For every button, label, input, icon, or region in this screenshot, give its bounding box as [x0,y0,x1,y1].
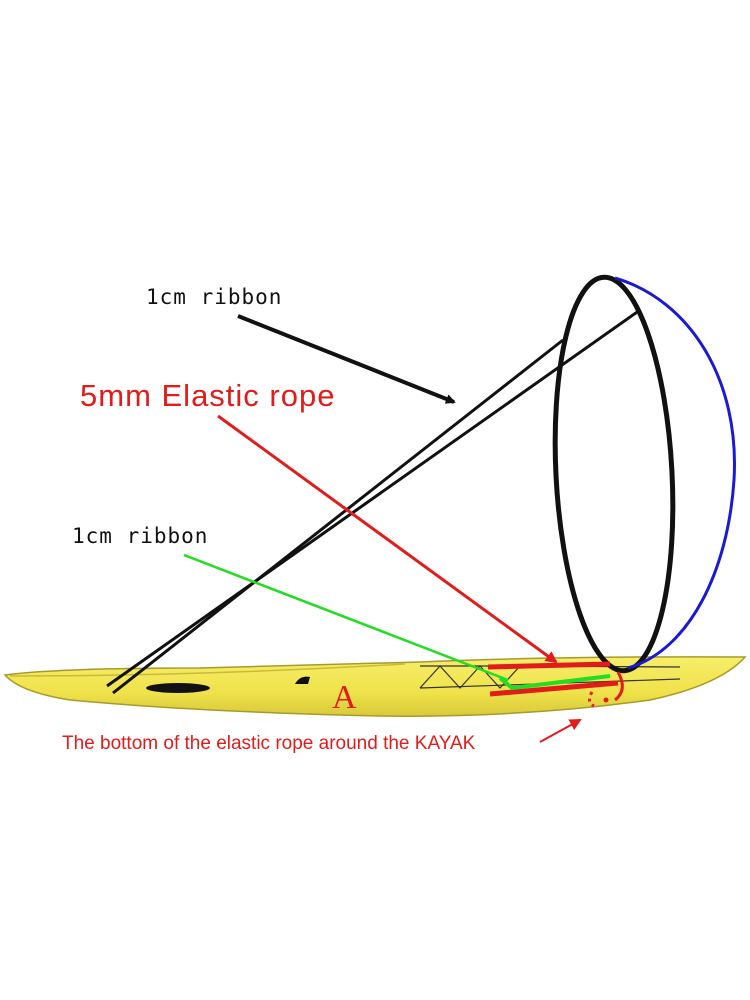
deck-bungee [419,665,521,689]
kayak-cockpit [146,683,210,693]
kayak [3,656,747,717]
ribbon-lower-line [183,553,509,682]
sail-frame [106,274,736,695]
sail-hoop [552,274,676,674]
label-point-a: A [332,679,357,716]
elastic-rope-loop [614,671,624,702]
elastic-rope-mid [489,680,619,697]
ribbon-top-arrow [237,314,456,404]
frame-pole-upper [106,308,641,688]
label-elastic-rope: 5mm Elastic rope [80,378,335,413]
green-ribbon-attach [498,674,611,691]
callouts [183,314,582,743]
elastic-rope-dots [587,691,595,708]
elastic-rope-dot [603,697,609,703]
sail-edge-arc [614,276,736,670]
elastic-rope-top [487,661,611,670]
kayak-hatch [295,676,310,684]
kayak-hull [3,656,747,717]
elastic-rope-arrow [217,414,558,664]
label-ribbon-top: 1cm ribbon [146,285,282,309]
attachment-lines [487,661,624,708]
frame-pole-lower [112,338,564,695]
bottom-note-arrow [539,719,582,743]
label-ribbon-lower: 1cm ribbon [72,524,208,548]
label-bottom-note: The bottom of the elastic rope around th… [62,733,476,754]
kayak-deck-line [9,663,406,677]
